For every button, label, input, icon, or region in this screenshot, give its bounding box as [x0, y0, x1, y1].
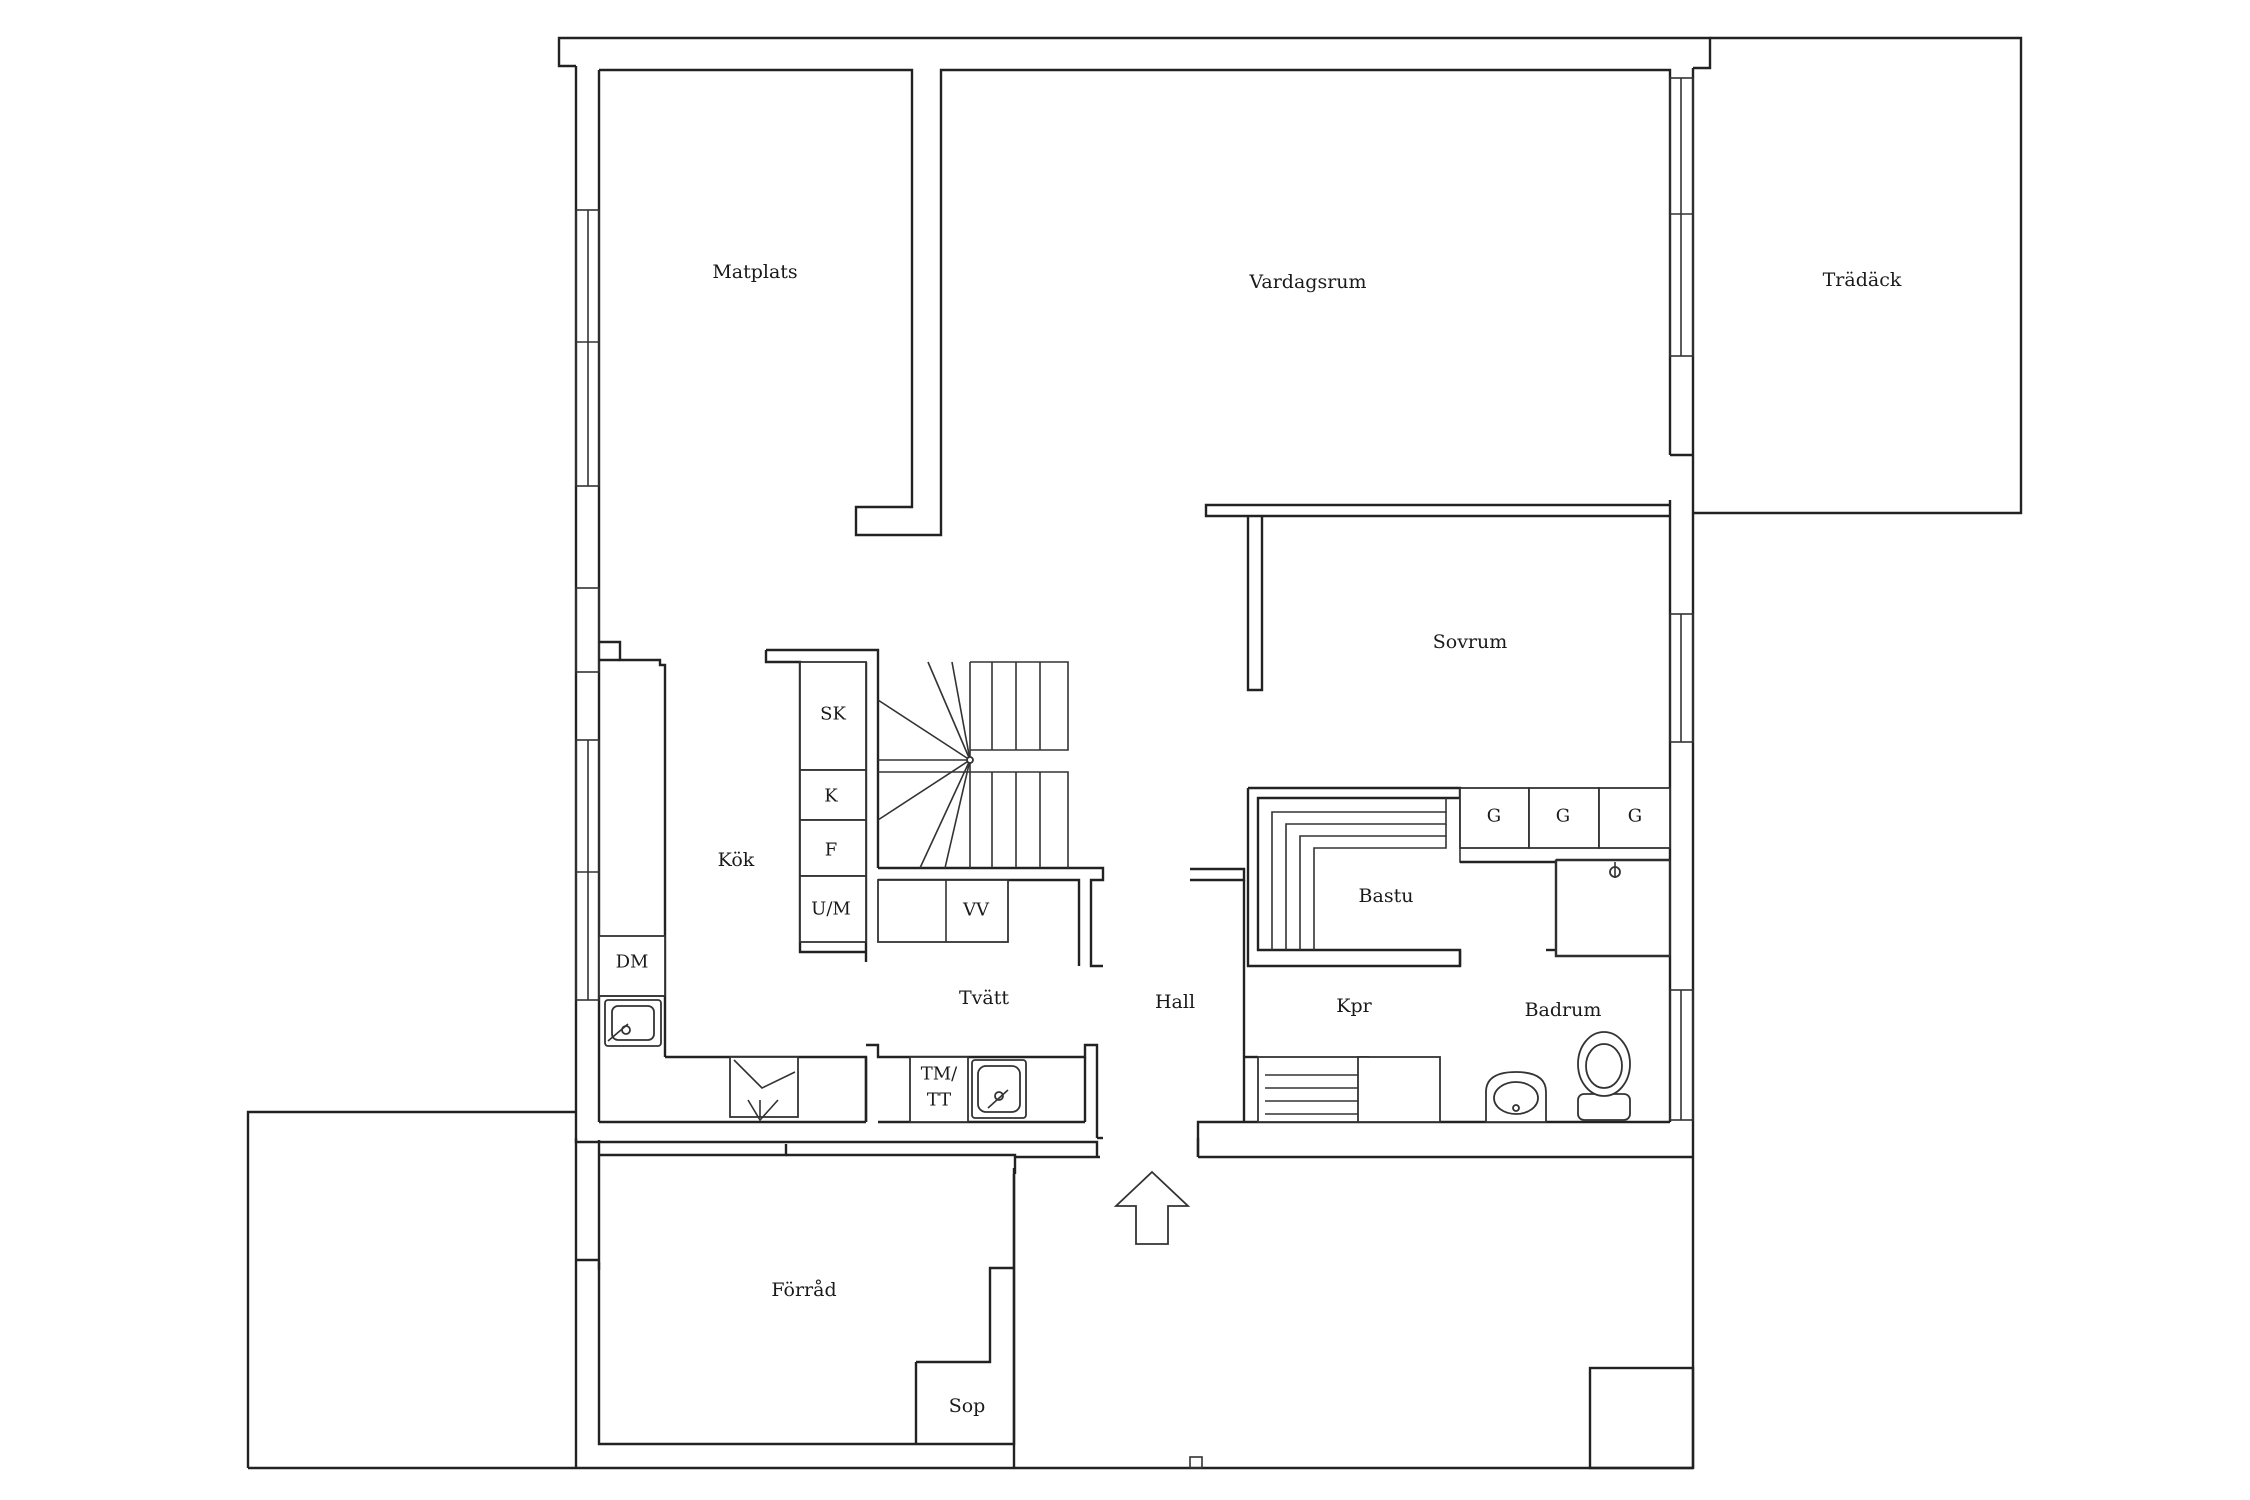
washbasin-icon — [1485, 1071, 1547, 1123]
room-label-kpr: Kpr — [1336, 995, 1372, 1017]
room-label-sop: Sop — [949, 1395, 986, 1417]
shower-icon — [1555, 859, 1671, 957]
tm-tt-box — [909, 1056, 969, 1123]
room-label-vardagsrum: Vardagsrum — [1248, 271, 1366, 293]
windows — [575, 77, 1694, 1121]
fixture-label-g2: G — [1556, 806, 1570, 827]
kpr-bench — [1257, 1056, 1441, 1123]
room-label-tradack: Trädäck — [1823, 269, 1902, 291]
wardrobes — [1459, 787, 1671, 849]
room-labels: Matplats Vardagsrum Trädäck Sovrum Kök B… — [712, 261, 1902, 1417]
room-label-forrad: Förråd — [771, 1279, 836, 1301]
stove-icon — [729, 1056, 799, 1122]
fixture-label-k: K — [824, 786, 838, 807]
fixture-label-sk: SK — [820, 704, 846, 725]
fixture-label-g1: G — [1487, 806, 1501, 827]
fixture-label-um: U/M — [811, 899, 851, 920]
kitchen-cabinets — [598, 661, 1009, 997]
kitchen-sink-icon — [604, 999, 662, 1047]
toilet-icon — [1577, 1031, 1631, 1121]
fixture-label-vv: VV — [962, 900, 990, 921]
interior-walls — [574, 503, 1695, 1470]
fixture-label-f: F — [825, 840, 838, 861]
room-label-matplats: Matplats — [712, 261, 797, 283]
room-label-tvatt: Tvätt — [959, 987, 1009, 1009]
outer-walls — [248, 36, 1712, 1470]
fixture-label-dm: DM — [616, 952, 649, 973]
room-label-hall: Hall — [1155, 991, 1195, 1013]
fixture-label-tt: TT — [927, 1090, 951, 1111]
fixture-label-tm: TM/ — [921, 1064, 958, 1085]
entrance-arrow-icon — [1113, 1170, 1191, 1245]
room-label-bastu: Bastu — [1359, 885, 1414, 907]
fixture-labels: SK K F U/M VV DM TM/ TT G G G — [616, 704, 1643, 1111]
room-label-sovrum: Sovrum — [1433, 631, 1508, 653]
sauna-benches — [1246, 786, 1556, 968]
laundry-sink-icon — [971, 1059, 1027, 1119]
room-label-kok: Kök — [718, 849, 755, 871]
staircase — [877, 661, 1069, 869]
fixture-label-g3: G — [1628, 806, 1642, 827]
room-label-badrum: Badrum — [1525, 999, 1602, 1021]
left-annex-outline — [246, 1110, 576, 1468]
deck-outline — [1670, 36, 2023, 515]
